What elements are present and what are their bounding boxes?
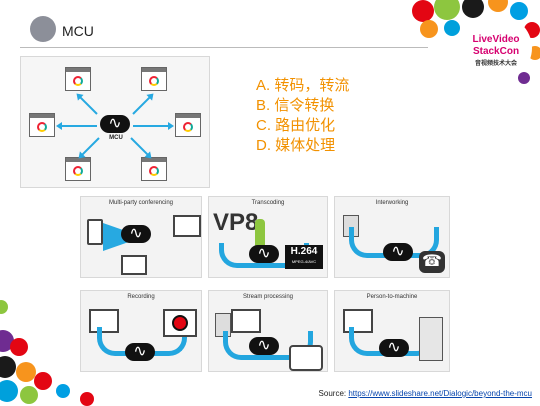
telephone-icon: ☎ [419,251,445,273]
server-rack-icon [419,317,443,361]
feature-list: A. 转码，转流 B. 信令转换 C. 路由优化 D. 媒体处理 [256,76,349,156]
panel-person-to-machine: Person-to-machine [334,290,450,372]
list-item: B. 信令转换 [256,97,335,114]
panel-caption: Person-to-machine [366,294,418,300]
mcu-cloud-icon [125,341,155,361]
mcu-cloud-icon [249,243,279,263]
vp8-label: VP8 [213,209,259,236]
panel-caption: Transcoding [251,200,285,206]
mcu-cloud-icon [383,241,413,261]
record-icon [172,315,188,331]
panel-interworking: Interworking ☎ [334,196,450,278]
endpoint-window-icon [141,157,167,181]
mcu-cloud-icon [249,335,279,355]
title-bullet-icon [30,16,56,42]
decor-bubbles-bottom [0,300,100,406]
panel-stream-processing: Stream processing [208,290,328,372]
mcu-center-label: MCU [109,135,123,141]
endpoint-window-icon [65,67,91,91]
source-citation: Source: https://www.slideshare.net/Dialo… [319,389,532,398]
mcu-star-diagram: MCU [20,56,210,188]
h264-label: H.264 [290,246,318,257]
endpoint-window-icon [141,67,167,91]
endpoint-window-icon [65,157,91,181]
panel-recording: Recording [80,290,202,372]
source-label: Source: [318,389,349,398]
list-item: A. 转码，转流 [256,77,350,94]
mcu-cloud-icon [379,337,409,357]
panel-caption: Multi-party conferencing [108,200,174,206]
list-item: D. 媒体处理 [256,137,336,154]
panel-caption: Recording [127,294,155,300]
panel-multi-party-conferencing: Multi-party conferencing [80,196,202,278]
mcu-cloud-icon [100,113,130,133]
endpoint-window-icon [29,113,55,137]
panel-caption: Interworking [375,200,409,206]
title-divider [20,47,428,48]
mcu-cloud-icon [121,223,151,243]
list-item: C. 路由优化 [256,117,336,134]
panel-caption: Stream processing [242,294,294,300]
endpoint-window-icon [175,113,201,137]
h264-sub-label: MPEG-4/AVC [291,259,317,264]
slide-title: MCU [62,23,94,39]
source-link[interactable]: https://www.slideshare.net/Dialogic/beyo… [348,389,532,398]
livevideo-stackcon-logo: LiveVideo StackCon 音视频技术大会 [460,14,532,82]
panel-transcoding: Transcoding VP8 H.264 MPEG-4/AVC [208,196,328,278]
